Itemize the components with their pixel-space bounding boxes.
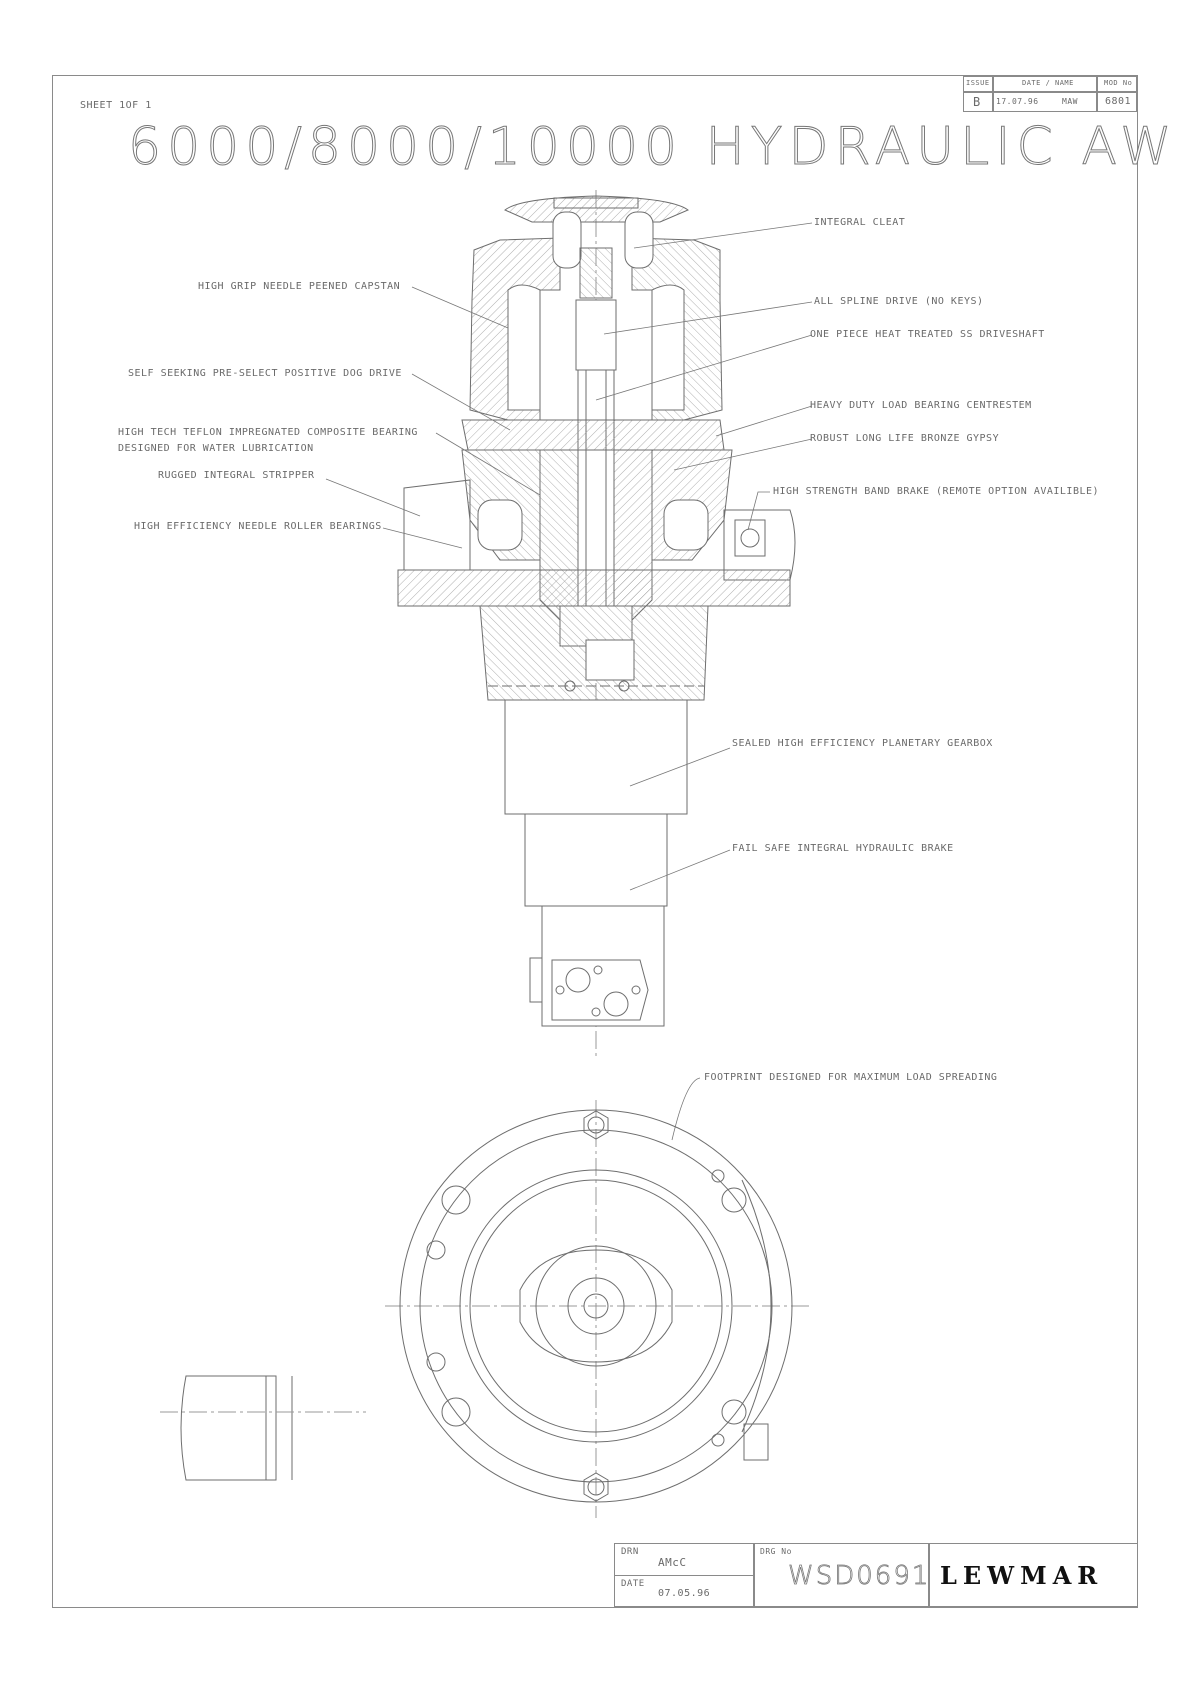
- rev-date-name-label: DATE / NAME: [1022, 79, 1074, 87]
- callout-band-brake: HIGH STRENGTH BAND BRAKE (REMOTE OPTION …: [773, 486, 1100, 497]
- drn-value: AMcC: [658, 1556, 687, 1569]
- drn-label: DRN: [621, 1547, 639, 1557]
- rev-date-cell: [993, 92, 1097, 112]
- rev-issue-label: ISSUE: [966, 79, 990, 87]
- callout-driveshaft: ONE PIECE HEAT TREATED SS DRIVESHAFT: [810, 329, 1045, 340]
- callout-dog-drive: SELF SEEKING PRE-SELECT POSITIVE DOG DRI…: [128, 368, 402, 379]
- rev-name-value: MAW: [1062, 97, 1078, 106]
- callout-hydraulic-brake: FAIL SAFE INTEGRAL HYDRAULIC BRAKE: [732, 843, 954, 854]
- callout-roller-bearings: HIGH EFFICIENCY NEEDLE ROLLER BEARINGS: [134, 521, 382, 532]
- plan-bolts: [426, 1110, 747, 1502]
- callout-spline-drive: ALL SPLINE DRIVE (NO KEYS): [814, 296, 984, 307]
- callout-gypsy: ROBUST LONG LIFE BRONZE GYPSY: [810, 433, 1000, 444]
- callout-footprint: FOOTPRINT DESIGNED FOR MAXIMUM LOAD SPRE…: [704, 1072, 998, 1083]
- rev-mod-cell: [1097, 92, 1137, 112]
- rev-issue-header-cell: [963, 76, 993, 92]
- title-block-drgno-cell: [754, 1543, 929, 1607]
- rev-issue-cell: [963, 92, 993, 112]
- drawing-sheet-border: [52, 75, 1138, 1608]
- leader-lines: [325, 222, 813, 1141]
- gearbox-body: [504, 699, 688, 815]
- callout-stripper: RUGGED INTEGRAL STRIPPER: [158, 470, 315, 481]
- date-label: DATE: [621, 1579, 645, 1589]
- title-block-company-cell: [929, 1543, 1138, 1607]
- base-flange: [397, 569, 791, 607]
- rev-mod-value: 6801: [1105, 96, 1132, 107]
- drawing-title: 6000/8000/10000 HYDRAULIC AW: [128, 117, 1178, 178]
- hydraulic-motor: [541, 905, 665, 1027]
- callout-capstan: HIGH GRIP NEEDLE PEENED CAPSTAN: [198, 281, 401, 292]
- hydraulic-brake-body: [524, 813, 668, 907]
- section-view: [397, 190, 796, 1060]
- rev-mod-label: MOD No: [1104, 79, 1133, 87]
- callout-integral-cleat: INTEGRAL CLEAT: [814, 217, 906, 228]
- title-block-date-cell: [614, 1575, 754, 1607]
- rev-date-header-cell: [993, 76, 1097, 92]
- company-logo: LEWMAR: [940, 1561, 1104, 1590]
- rev-mod-header-cell: [1097, 76, 1137, 92]
- drg-no-label: DRG No: [760, 1547, 792, 1556]
- stripper: [403, 479, 471, 571]
- rev-date-value: 17.07.96: [996, 97, 1039, 106]
- callout-bearing-line2: DESIGNED FOR WATER LUBRICATION: [118, 443, 314, 454]
- date-value: 07.05.96: [658, 1588, 711, 1599]
- sheet-number: SHEET 1OF 1: [80, 100, 152, 111]
- callout-gearbox: SEALED HIGH EFFICIENCY PLANETARY GEARBOX: [732, 738, 993, 749]
- drg-no-value: WSD0691: [788, 1561, 931, 1592]
- rev-issue-value: B: [973, 95, 981, 109]
- callout-bearing-line1: HIGH TECH TEFLON IMPREGNATED COMPOSITE B…: [118, 427, 418, 438]
- callout-centrestem: HEAVY DUTY LOAD BEARING CENTRESTEM: [810, 400, 1032, 411]
- plan-view: [160, 1100, 810, 1518]
